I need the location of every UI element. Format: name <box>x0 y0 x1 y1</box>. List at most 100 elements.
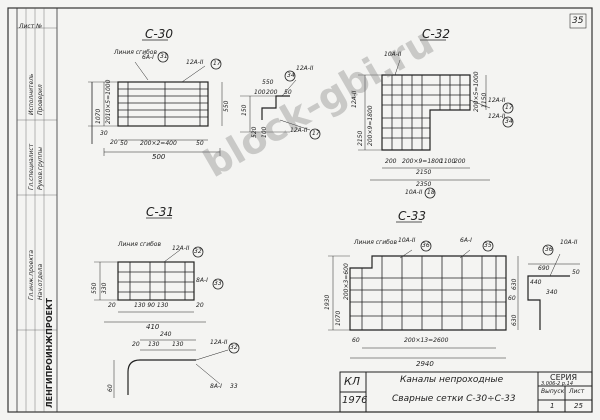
c33-dim-left3: 200×3=600 <box>343 263 350 300</box>
c32-bar-right-mark: 17 <box>505 104 513 111</box>
c33-det-d: 50 <box>572 269 580 276</box>
c31-det-bar1-mark: 32 <box>230 344 238 351</box>
stamp-title-line2: Сварные сетки С-30÷С-33 <box>392 394 516 404</box>
c31-dim-bottom: 410 <box>146 323 160 331</box>
c30-dim-bottom-b: 50 <box>196 140 204 147</box>
organization-name: ЛЕНГИПРОИНЖПРОЕКТ <box>45 298 54 408</box>
c30-bar-top: 6А-I <box>142 54 154 61</box>
c31-bar-right: 8А-I <box>196 277 208 284</box>
strip-row-4: Руков.группы <box>37 146 44 190</box>
strip-row-6: Проверил <box>37 84 44 115</box>
c30-det-e: 150 <box>241 104 248 116</box>
c33-det-b: 440 <box>530 279 542 286</box>
c30-dim-30: 30 <box>100 130 108 137</box>
c31-det-bar2: 8А-I <box>210 383 222 390</box>
c32-dim-bottom2: 2350 <box>416 181 432 188</box>
c32-bar-right2: 12А-II <box>488 113 506 120</box>
c33-title: С-33 <box>398 209 426 223</box>
c30-dim-right: 550 <box>223 100 230 112</box>
page-number: 35 <box>572 16 584 26</box>
c30-weld-line: Линия сгибов <box>114 49 158 56</box>
stamp-series-label: СЕРИЯ <box>550 373 578 382</box>
c30-det-a: 550 <box>262 79 274 86</box>
c32-dim-bottom-a: 200×9=1800 <box>402 158 443 165</box>
c30-dim-bottom-a: 50 <box>120 140 128 147</box>
c33-bar-top2: 6А-I <box>460 237 472 244</box>
c32-dim-bottom-b: 1100 <box>440 158 456 165</box>
c30-bar-bot-mark: 17 <box>213 60 221 67</box>
stamp-sheet-value: 25 <box>574 402 583 410</box>
c30-dim-left: 1070 <box>95 108 102 124</box>
c31-bar-top-mark: 32 <box>194 248 202 255</box>
c31-det-bar2-mark: 33 <box>230 383 238 390</box>
c30-det-b: 100 <box>254 89 266 96</box>
c32-dim-left: 2150 <box>357 130 364 146</box>
c31-dim-bottom-b: 20 <box>196 302 204 309</box>
c30-title: С-30 <box>145 27 173 41</box>
strip-row-1: Гл.инж.проекта <box>28 249 35 300</box>
strip-row-2: Нач.отдела <box>37 263 44 300</box>
c31-title: С-31 <box>146 205 174 219</box>
c31-det-c: 130 <box>148 341 160 348</box>
c32-bar-right2-mark: 34 <box>505 118 513 125</box>
c30-dim-left2: 2010×5=1000 <box>105 79 112 124</box>
c33-det-a: 690 <box>538 265 550 272</box>
c32-bar-bottom-mark: 18 <box>427 189 435 196</box>
c30-bar-right2-mark: 17 <box>312 130 320 137</box>
c30-dim-bottom-inner: 200×2=400 <box>140 140 177 147</box>
c32-dim-bottom-inner: 200 <box>385 158 397 165</box>
c32-bar-left: 12А-II <box>351 90 358 108</box>
stamp-issue-label: Выпуск <box>541 388 565 395</box>
c32-dim-right2: 1150 <box>481 92 488 108</box>
c33-dim-right-c: 60 <box>508 295 516 302</box>
c31-dim-left: 550 <box>91 282 98 294</box>
c33-dim-bottom: 2940 <box>416 360 434 368</box>
c33-dim-bottom-a: 60 <box>352 337 360 344</box>
stamp-issue-value: 1 <box>550 402 555 410</box>
c30-dim-bottom: 500 <box>152 153 166 161</box>
c30-dim-20: 20 <box>110 139 118 146</box>
c30-bar-right: 12А-II <box>296 65 314 72</box>
c30-det-d: 200 <box>266 89 278 96</box>
c30-bar-top-mark: 31 <box>160 53 168 60</box>
c33-bar-right-mark: 36 <box>545 246 553 253</box>
c30-det-c: 50 <box>284 89 292 96</box>
c32-bar-bottom: 10А-II <box>405 189 423 196</box>
strip-row-5: Исполнитель <box>28 73 35 115</box>
stamp-title-line1: Каналы непроходные <box>400 375 504 385</box>
c33-dim-right-a: 630 <box>511 278 518 290</box>
c33-dim-right-b: 630 <box>511 314 518 326</box>
c32-title: С-32 <box>422 27 450 41</box>
c31-bar-right-mark: 33 <box>214 280 222 287</box>
c30-bar-bot: 12А-II <box>186 59 204 66</box>
c30-bar-right2: 12А-II <box>290 127 308 134</box>
strip-row-3: Гл.специалист <box>28 143 35 190</box>
c32-dim-200: 200 <box>454 158 466 165</box>
c31-det-e: 60 <box>107 384 114 392</box>
c31-dim-left2: 330 <box>101 282 108 294</box>
stamp-sheet-label: Лист <box>569 388 585 395</box>
c32-bar-top: 10А-II <box>384 51 402 58</box>
c30-det-g: 100 <box>261 126 268 138</box>
c31-det-d: 130 <box>172 341 184 348</box>
c32-dim-right: 200×5=1000 <box>473 71 480 112</box>
c31-weld-line: Линия сгибов <box>118 241 162 248</box>
c33-bar-right: 10А-II <box>560 239 578 246</box>
stamp-series-value: 3.006-2 р.14 <box>541 381 574 387</box>
c33-dim-left: 1930 <box>324 294 331 310</box>
c31-dim-bottom-a: 20 <box>108 302 116 309</box>
c33-dim-bottom-inner: 200×13=2600 <box>404 337 449 344</box>
c31-dim-bottom-inner: 130 90 130 <box>134 302 169 309</box>
c32-dim-bottom: 2150 <box>416 169 432 176</box>
c32-bar-right: 12А-II <box>488 97 506 104</box>
c30-det-f: 520 <box>251 126 258 138</box>
c33-bar-top2-mark: 35 <box>484 242 492 249</box>
c31-det-bar1: 12А-II <box>210 339 228 346</box>
c31-bar-top: 12А-II <box>172 245 190 252</box>
c33-det-c: 340 <box>546 289 558 296</box>
sheet-ref: Лист № <box>19 23 43 30</box>
c32-dim-left2: 200×9=1800 <box>367 105 374 146</box>
c31-det-b: 20 <box>132 341 140 348</box>
